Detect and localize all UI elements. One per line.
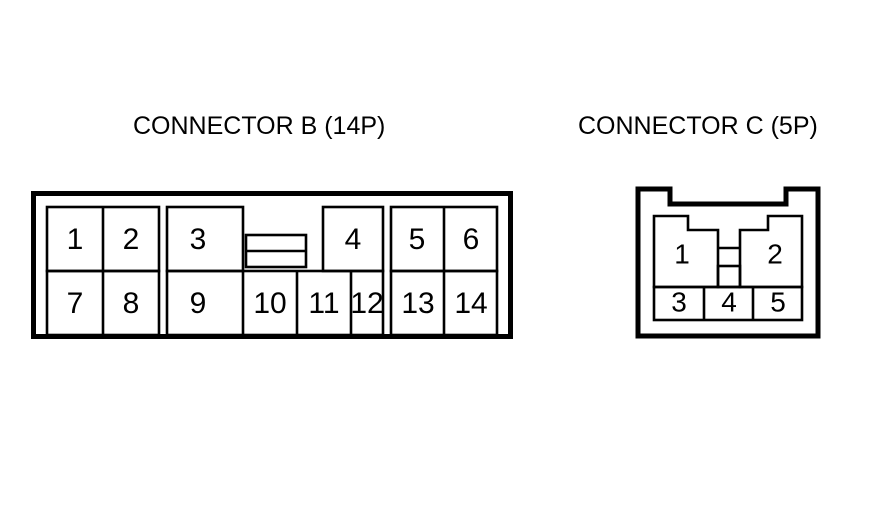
connector-b-pin-5: 5 (409, 223, 426, 256)
connector-c-pin-1: 1 (674, 238, 690, 269)
connector-b-diagram: 1 2 3 4 5 6 7 8 9 10 11 12 13 14 (31, 191, 513, 339)
connector-b-pin-1: 1 (67, 223, 84, 256)
connector-b-pin-8: 8 (123, 287, 140, 320)
connector-b-pin-4: 4 (345, 223, 362, 256)
connector-b-pin-9: 9 (190, 287, 207, 320)
connector-c-pin-3: 3 (671, 286, 687, 317)
connector-c-pin-2: 2 (767, 238, 783, 269)
connector-b-housing (31, 191, 513, 339)
connector-b-pin-14: 14 (454, 287, 487, 320)
connector-b-pin-6: 6 (463, 223, 480, 256)
connector-c-pin-4: 4 (721, 286, 737, 317)
connector-c-housing (635, 186, 821, 339)
connector-b-pin-10: 10 (253, 287, 286, 320)
connector-c-title: CONNECTOR C (5P) (578, 112, 818, 140)
connector-c-diagram: 1 2 3 4 5 (635, 186, 821, 339)
connector-b-pin-11: 11 (308, 287, 339, 320)
connector-b-pin-12: 12 (350, 287, 383, 320)
connector-c-bottom-row (652, 285, 804, 322)
connector-c-locking-tab (716, 264, 742, 289)
connector-b-bottom-group-mid (165, 269, 385, 337)
connector-b-pin-3: 3 (190, 223, 207, 256)
connector-b-pin-13: 13 (401, 287, 434, 320)
connector-b-pin-7: 7 (67, 287, 84, 320)
connector-c-pin-5: 5 (770, 286, 786, 317)
connector-b-pin-2: 2 (123, 223, 140, 256)
connector-b-title: CONNECTOR B (14P) (133, 112, 386, 140)
